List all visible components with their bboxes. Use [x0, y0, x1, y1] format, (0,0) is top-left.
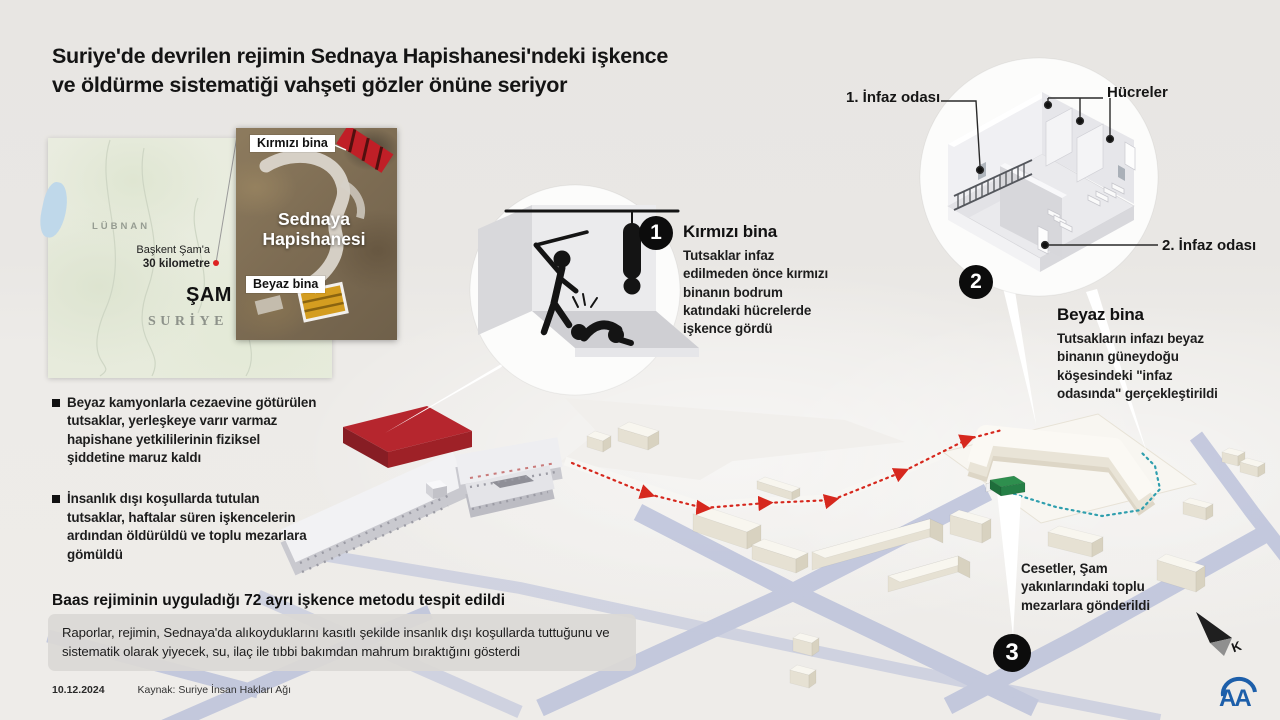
- truck: [985, 475, 1026, 497]
- sednaya-location-dot: [213, 260, 219, 266]
- bullet-text-2: İnsanlık dışı koşullarda tutulan tutsakl…: [67, 491, 307, 562]
- field-patches: [560, 398, 905, 480]
- terrain-lines: [96, 138, 252, 377]
- label-execution-room-1: 1. İnfaz odası: [846, 89, 941, 106]
- step-2-badge: 2: [959, 265, 993, 299]
- list-item: Beyaz kamyonlarla cezaevine götürülen tu…: [52, 394, 318, 467]
- label-cells: Hücreler: [1107, 84, 1168, 101]
- satellite-prison-name: Sednaya Hapishanesi: [262, 209, 366, 249]
- bullet-square-icon: [52, 399, 60, 407]
- aa-logo-text: AA: [1219, 685, 1251, 712]
- step-3-badge: 3: [993, 634, 1031, 672]
- step-1-text-block: Kırmızı bina Tutsaklar infaz edilmeden ö…: [683, 222, 843, 339]
- bullet-square-icon: [52, 495, 60, 504]
- report-summary-text: Raporlar, rejimin, Sednaya'da alıkoydukl…: [62, 625, 610, 660]
- footer: 10.12.2024 Kaynak: Suriye İnsan Hakları …: [52, 684, 291, 696]
- page-title: Suriye'de devrilen rejimin Sednaya Hapis…: [52, 42, 668, 99]
- country-label-lebanon: LÜBNAN: [92, 221, 151, 232]
- cutaway-leader-lines: [941, 97, 1158, 250]
- label-execution-room-2: 2. İnfaz odası: [1162, 237, 1257, 254]
- publish-date: 10.12.2024: [52, 684, 105, 696]
- satellite-inset: Kırmızı bina Sednaya Hapishanesi Beyaz b…: [236, 128, 397, 340]
- north-arrow-icon: K: [1196, 612, 1244, 656]
- torture-methods-heading: Baas rejiminin uyguladığı 72 ayrı işkenc…: [52, 592, 506, 609]
- source-credit: Kaynak: Suriye İnsan Hakları Ağı: [137, 684, 291, 696]
- satellite-label-red-building: Kırmızı bina: [250, 135, 335, 152]
- title-line-1: Suriye'de devrilen rejimin Sednaya Hapis…: [52, 44, 668, 68]
- torture-scene-circle: [469, 184, 699, 396]
- red-highlight-building: [336, 128, 394, 173]
- balustrade: [953, 159, 1033, 211]
- step-2-text-block: Beyaz bina Tutsakların infazı beyaz bina…: [1057, 305, 1237, 403]
- satellite-label-white-building: Beyaz bina: [246, 276, 326, 293]
- city-label-damascus: ŞAM: [186, 284, 232, 306]
- step-1-badge: 1: [639, 216, 673, 250]
- building-cutaway-circle: [919, 57, 1159, 297]
- route-teal-dashed: [1012, 451, 1162, 518]
- title-line-2: ve öldürme sistematiği vahşeti gözler ön…: [52, 72, 568, 97]
- route-red-dashed: [570, 428, 1004, 516]
- aa-agency-logo: AA: [1216, 664, 1264, 717]
- distance-line-2: 30 kilometre: [142, 258, 210, 271]
- prison-building: [280, 406, 563, 576]
- step-1-body: Tutsaklar infaz edilmeden önce kırmızı b…: [683, 248, 829, 337]
- list-item: İnsanlık dışı koşullarda tutulan tutsakl…: [52, 490, 318, 563]
- step-1-heading: Kırmızı bina: [683, 222, 777, 241]
- step-3-text: Cesetler, Şam yakınlarındaki toplu mezar…: [1021, 561, 1150, 613]
- country-label-syria: SURİYE: [148, 314, 228, 329]
- red-building-wing: [343, 406, 472, 468]
- key-facts-list: Beyaz kamyonlarla cezaevine götürülen tu…: [52, 394, 318, 587]
- svg-text:K: K: [1229, 638, 1244, 656]
- distance-line-1: Başkent Şam'a: [136, 244, 210, 256]
- step-2-body-bold: "infaz odasında": [1057, 367, 1173, 402]
- stairs: [1047, 182, 1125, 233]
- distance-callout: Başkent Şam'a 30 kilometre: [110, 243, 210, 272]
- step-2-body: Tutsakların infazı beyaz binanın güneydo…: [1057, 331, 1218, 402]
- bullet-text-1: Beyaz kamyonlarla cezaevine götürülen tu…: [67, 395, 317, 466]
- leader-wedges: [385, 288, 1147, 637]
- report-summary-box: Raporlar, rejimin, Sednaya'da alıkoydukl…: [48, 614, 636, 672]
- white-building: [941, 413, 1198, 524]
- step-2-heading: Beyaz bina: [1057, 305, 1144, 324]
